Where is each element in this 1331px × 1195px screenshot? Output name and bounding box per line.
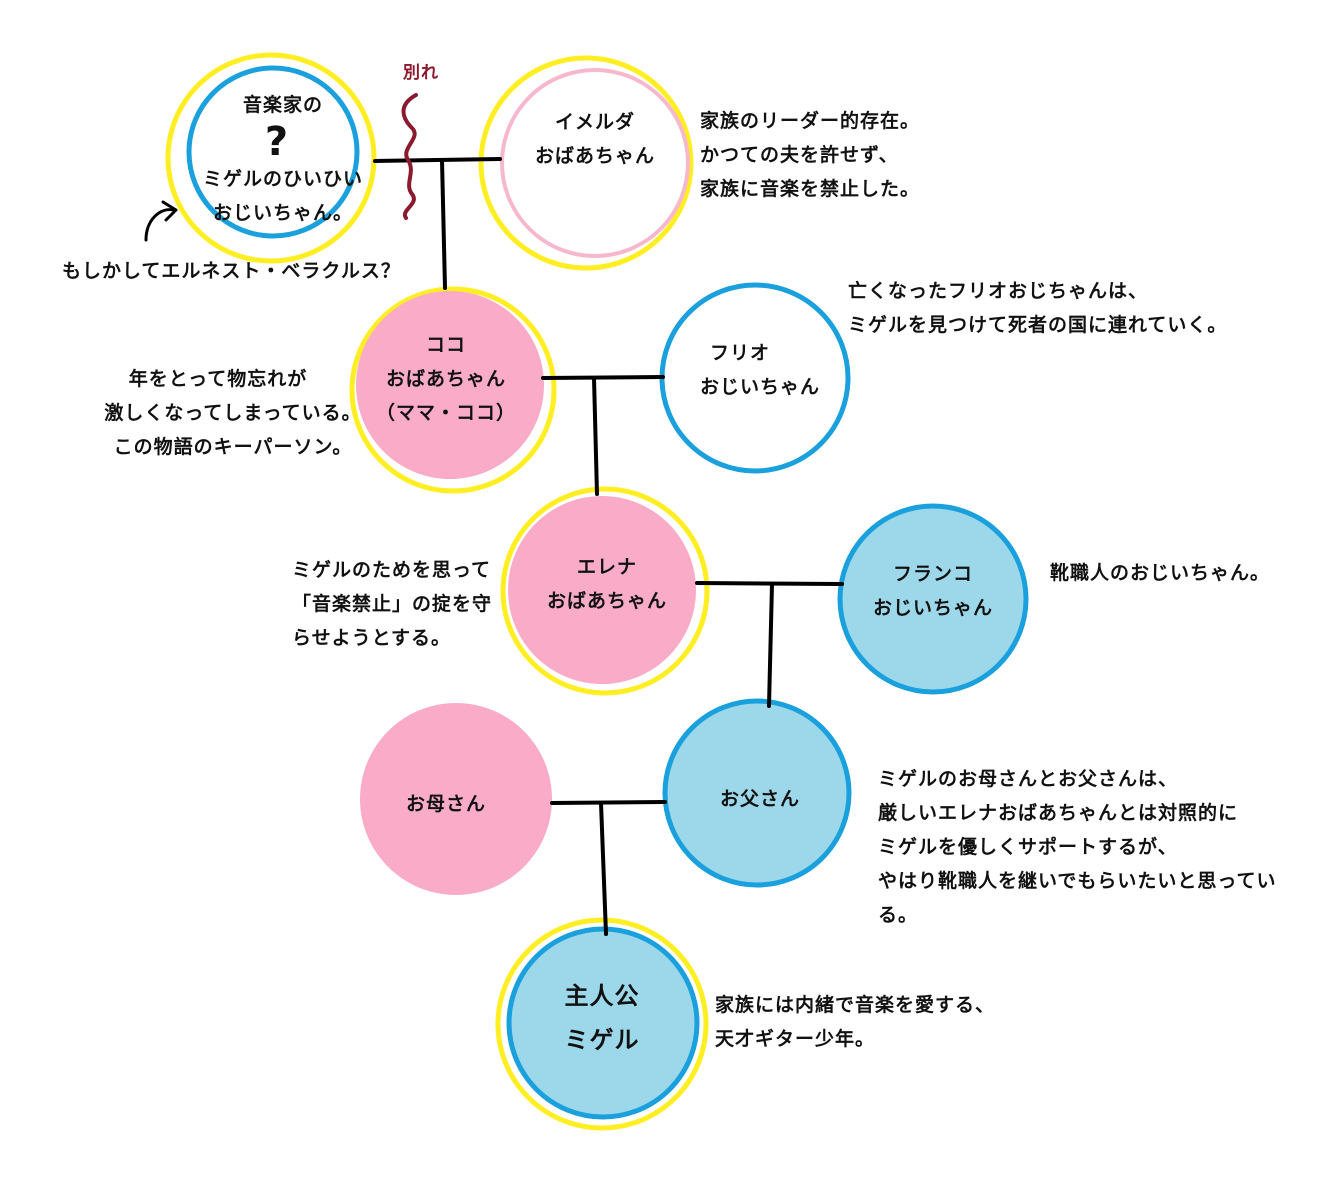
node-miguel-outer-ring: [495, 917, 709, 1131]
note-coco: 年をとって物忘れが 激しくなってしまっている。 この物語のキーパーソン。: [98, 362, 368, 464]
node-mother-label: お母さん: [356, 787, 536, 821]
connector-coco-julio: [541, 375, 665, 380]
separation-squiggle: [401, 93, 418, 220]
separation-label: 別れ: [403, 63, 439, 83]
connector-ancestor-imelda-to-coco: [440, 158, 447, 290]
node-coco-fill: [356, 291, 544, 479]
note-julio-line1: 亡くなったフリオおじちゃんは、: [848, 280, 1149, 302]
connector-elena-franco-to-father: [767, 582, 774, 708]
connector-parents-to-miguel: [599, 801, 608, 936]
node-coco-line2: おばあちゃん: [385, 368, 506, 390]
note-imelda-line2: かつての夫を許せず、: [700, 144, 899, 166]
note-imelda: 家族のリーダー的存在。 かつての夫を許せず、 家族に音楽を禁止した。: [700, 104, 920, 206]
note-julio: 亡くなったフリオおじちゃんは、 ミゲルを見つけて死者の国に連れていく。: [848, 274, 1227, 342]
node-elena-label: エレナ おばあちゃん: [517, 550, 697, 618]
note-coco-line1: 年をとって物忘れが: [128, 368, 308, 390]
node-mother-fill: [360, 703, 552, 895]
connector-elena-franco: [695, 581, 844, 586]
node-franco-label: フランコ おじいちゃん: [843, 557, 1023, 625]
node-ancestor-label: 音楽家の ? ミゲルのひいひい おじいちゃん。: [193, 88, 373, 230]
node-julio-line1: フリオ: [709, 342, 770, 364]
pointer-arrow-head: [161, 200, 178, 222]
note-parents-line4: やはり靴職人を継いでもらいたいと思ってい: [878, 870, 1277, 892]
node-miguel-label: 主人公 ミゲル: [512, 974, 692, 1062]
node-imelda-line2: おばあちゃん: [534, 145, 655, 167]
node-julio-line2: おじいちゃん: [699, 376, 820, 398]
node-mother-line1: お母さん: [405, 793, 486, 815]
note-elena-line3: らせようとする。: [292, 627, 452, 649]
note-parents-line5: る。: [878, 904, 919, 926]
note-imelda-line3: 家族に音楽を禁止した。: [700, 178, 921, 200]
node-elena-line1: エレナ: [576, 556, 637, 578]
note-parents-line2: 厳しいエレナおばあちゃんとは対照的に: [878, 802, 1239, 824]
note-miguel: 家族には内緒で音楽を愛する、 天才ギター少年。: [715, 988, 995, 1056]
node-imelda-outer-ring: [478, 55, 694, 271]
node-imelda-label: イメルダ おばあちゃん: [505, 105, 685, 173]
node-franco-line2: おじいちゃん: [872, 597, 993, 619]
node-father-fill: [662, 698, 852, 888]
note-elena: ミゲルのためを思って 「音楽禁止」の掟を守 らせようとする。: [292, 553, 492, 655]
node-miguel-line2: ミゲル: [564, 1026, 640, 1054]
node-franco-line1: フランコ: [892, 563, 973, 585]
note-elena-line2: 「音楽禁止」の掟を守: [292, 593, 493, 615]
node-ancestor-outer-ring: [165, 52, 377, 264]
note-julio-line2: ミゲルを見つけて死者の国に連れていく。: [848, 314, 1228, 336]
pointer-arrow-curve: [144, 208, 176, 242]
node-coco-line3: （ママ・ココ）: [375, 402, 516, 424]
note-coco-line3: この物語のキーパーソン。: [113, 436, 353, 458]
note-imelda-line1: 家族のリーダー的存在。: [700, 110, 921, 132]
node-ancestor-inner-ring: [186, 65, 360, 239]
node-imelda-line1: イメルダ: [554, 111, 635, 133]
note-coco-line2: 激しくなってしまっている。: [104, 402, 362, 424]
connector-coco-julio-to-elena: [592, 376, 599, 496]
node-elena-fill: [508, 496, 696, 684]
connector-mother-father: [550, 800, 667, 805]
node-coco-label: ココ おばあちゃん （ママ・ココ）: [356, 328, 536, 430]
node-father-label: お父さん: [670, 782, 850, 816]
note-miguel-line1: 家族には内緒で音楽を愛する、: [715, 994, 996, 1016]
node-coco-line1: ココ: [425, 334, 466, 356]
node-miguel-fill: [506, 926, 700, 1120]
node-ancestor-line3: おじいちゃん。: [212, 202, 353, 224]
node-ancestor-line1: 音楽家の: [242, 94, 323, 116]
node-elena-outer-ring: [500, 486, 710, 696]
note-parents-line1: ミゲルのお母さんとお父さんは、: [878, 768, 1179, 790]
note-franco: 靴職人のおじいちゃん。: [1050, 562, 1271, 584]
note-miguel-line2: 天才ギター少年。: [715, 1028, 876, 1050]
node-elena-line2: おばあちゃん: [546, 590, 667, 612]
note-ancestor: もしかしてエルネスト・ベラクルス？: [62, 260, 401, 282]
node-imelda-inner-ring: [500, 68, 690, 258]
node-ancestor-line2: ミゲルのひいひい: [202, 168, 363, 190]
note-elena-line1: ミゲルのためを思って: [292, 559, 492, 581]
connector-ancestor-imelda: [373, 157, 502, 163]
node-ancestor-question-mark: ?: [264, 119, 290, 165]
note-parents-line3: ミゲルを優しくサポートするが、: [878, 836, 1178, 858]
node-franco-fill: [837, 503, 1029, 695]
note-parents: ミゲルのお母さんとお父さんは、 厳しいエレナおばあちゃんとは対照的に ミゲルを優…: [878, 762, 1276, 932]
node-miguel-line1: 主人公: [564, 982, 640, 1010]
node-coco-outer-ring: [349, 286, 557, 494]
node-father-line1: お父さん: [719, 788, 800, 810]
node-julio-label: フリオ おじいちゃん: [670, 336, 850, 404]
